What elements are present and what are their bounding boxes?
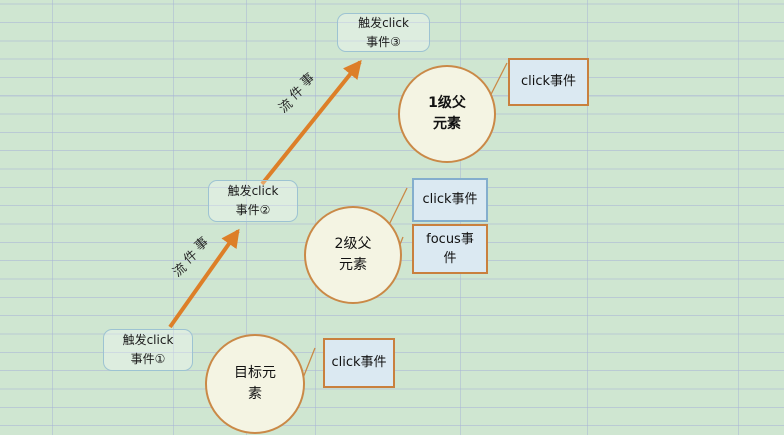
event-flow-label-lower: 事件流 [168,233,213,282]
grid-column-line [173,0,174,435]
grid-column-line [587,0,588,435]
target-click-event-box: click事件 [323,338,395,388]
grid-column-line [315,0,316,435]
grid-column-line [246,0,247,435]
grid-column-line [738,0,739,435]
trigger-click-event-3-box: 触发click 事件③ [337,13,430,52]
parent1-click-event-box: click事件 [508,58,589,106]
level1-parent-element-circle: 1级父 元素 [398,65,496,163]
target-element-circle: 目标元 素 [205,334,305,434]
grid-column-line [52,0,53,435]
parent2-click-event-box: click事件 [412,178,488,222]
trigger-click-event-1-box: 触发click 事件① [103,329,193,371]
trigger-click-event-2-box: 触发click 事件② [208,180,298,222]
event-flow-label-upper: 事件流 [274,69,319,118]
level2-parent-element-circle: 2级父 元素 [304,206,402,304]
parent2-focus-event-box: focus事 件 [412,224,488,274]
